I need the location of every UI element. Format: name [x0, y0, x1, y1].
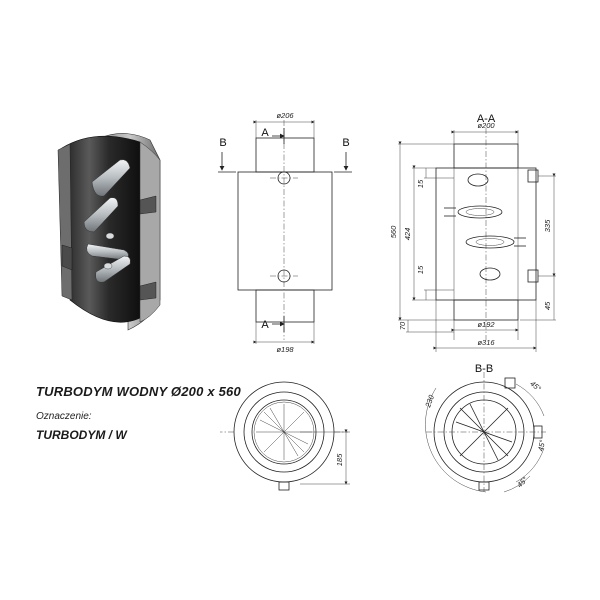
cutaway-3d-view — [57, 133, 161, 331]
dim-bb-angle-3: 45° — [515, 475, 529, 489]
dim-section-top-dia: ø200 — [477, 121, 495, 130]
dim-section-height: 560 — [389, 225, 398, 238]
section-a-a — [398, 128, 556, 352]
dim-bb-angle-2: 45° — [536, 439, 547, 452]
dim-bb-angle-1: 45° — [528, 379, 542, 393]
dim-section-nozzle-bottom: 45 — [543, 301, 552, 310]
section-a-top-label: A — [261, 127, 269, 139]
front-view — [218, 120, 352, 344]
dim-section-lower-gap: 15 — [416, 265, 425, 274]
dim-bb-dia: 230 — [423, 393, 436, 410]
dim-section-outer-dia: ø316 — [477, 338, 495, 347]
dim-front-top-dia: ø206 — [276, 111, 294, 120]
dim-section-nozzle-spacing: 335 — [543, 219, 552, 232]
product-title: TURBODYM WODNY Ø200 x 560 — [36, 384, 241, 399]
dim-section-inner-dia: ø192 — [477, 320, 495, 329]
dim-front-bottom-dia: ø198 — [276, 345, 294, 354]
section-b-left-label: B — [219, 137, 226, 149]
designation-value: TURBODYM / W — [36, 428, 127, 442]
section-a-bottom-label: A — [261, 319, 269, 331]
section-aa-title: A-A — [477, 113, 496, 125]
section-b-b — [425, 372, 546, 493]
designation-label: Oznaczenie: — [36, 411, 92, 422]
section-b-right-label: B — [342, 137, 349, 149]
top-view — [220, 381, 350, 491]
dim-section-upper-gap: 15 — [416, 179, 425, 188]
dim-section-inner-height: 424 — [403, 228, 412, 241]
section-bb-title: B-B — [475, 363, 493, 375]
dim-section-base: 70 — [398, 321, 407, 330]
dim-top-view-offset: 185 — [335, 453, 344, 466]
